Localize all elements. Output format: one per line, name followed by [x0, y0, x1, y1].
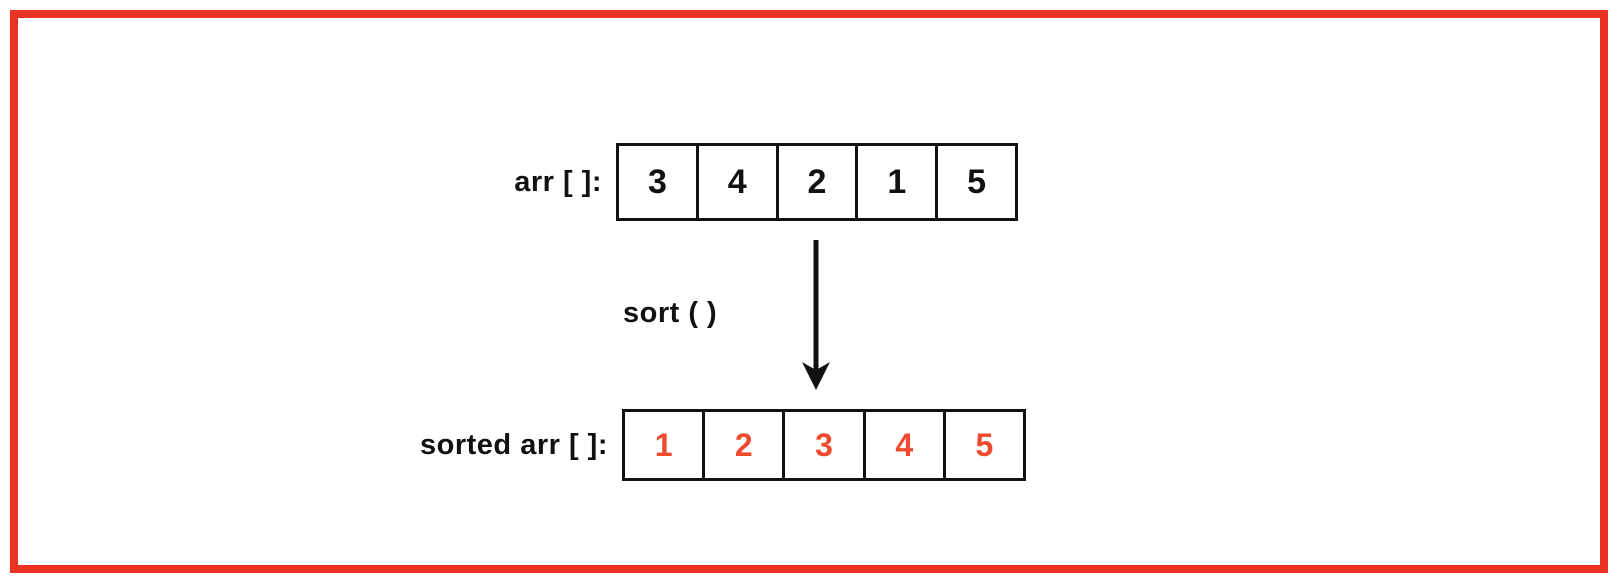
- down-arrow-icon: [802, 240, 830, 390]
- sorted-array-boxes: 1 2 3 4 5: [622, 409, 1026, 481]
- sorted-cell-2: 3: [785, 412, 866, 478]
- unsorted-cell-4: 5: [967, 163, 987, 201]
- unsorted-cell-0: 3: [619, 146, 699, 218]
- sort-operation-label: sort ( ): [623, 297, 718, 329]
- unsorted-array-boxes: 3 4 2 1 5: [616, 143, 1018, 221]
- sorted-array-row: sorted arr [ ]: 1 2 3 4 5: [18, 409, 1026, 481]
- unsorted-cell-2: 2: [779, 146, 859, 218]
- unsorted-array-row: arr [ ]: 3 4 2 1 5: [18, 143, 1018, 221]
- sorted-cell-1: 2: [705, 412, 786, 478]
- unsorted-array-label: arr [ ]:: [514, 165, 602, 198]
- sorted-cell-3: 4: [866, 412, 946, 478]
- unsorted-cell-1: 4: [699, 146, 779, 218]
- red-border-frame: arr [ ]: 3 4 2 1 5 sort ( ) sorted arr […: [10, 10, 1608, 573]
- sorted-cell-0: 1: [625, 412, 706, 478]
- unsorted-cell-3: 1: [858, 146, 939, 218]
- sorted-array-label: sorted arr [ ]:: [420, 428, 608, 461]
- sorted-cell-4: 5: [975, 427, 994, 463]
